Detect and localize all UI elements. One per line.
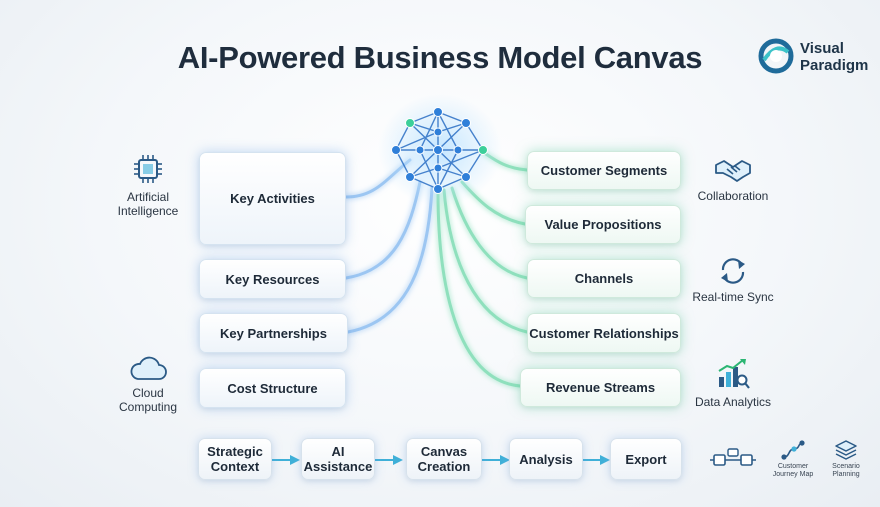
block-cost-structure[interactable]: Cost Structure — [199, 368, 346, 408]
step-analysis[interactable]: Analysis — [509, 438, 583, 480]
layers-icon — [835, 440, 857, 460]
cloud-icon — [130, 356, 167, 380]
tool-customer-journey-map: Customer Journey Map — [768, 439, 818, 479]
step-export[interactable]: Export — [610, 438, 682, 480]
feature-collaboration: Collaboration — [692, 155, 774, 203]
tool-process-flow — [706, 447, 760, 471]
page-title: AI-Powered Business Model Canvas — [177, 40, 703, 75]
block-customer-relationships[interactable]: Customer Relationships — [527, 313, 681, 353]
feature-cloud-computing: Cloud Computing — [108, 356, 188, 414]
journey-icon — [781, 440, 805, 460]
block-key-activities[interactable]: Key Activities — [199, 152, 346, 245]
ai-network-icon — [378, 94, 502, 206]
chip-icon — [134, 155, 162, 183]
process-flow-icon — [710, 448, 756, 466]
analytics-icon — [718, 359, 750, 389]
block-customer-segments[interactable]: Customer Segments — [527, 151, 681, 190]
link-customer-relationships — [442, 188, 529, 334]
feature-artificial-intelligence: Artificial Intelligence — [108, 152, 188, 218]
brand-logo: Visual Paradigm — [758, 38, 873, 78]
visual-paradigm-logo-icon — [758, 38, 794, 74]
flow-arrows — [272, 455, 610, 465]
brand-name: Visual Paradigm — [800, 40, 869, 74]
block-value-propositions[interactable]: Value Propositions — [525, 205, 681, 244]
sync-icon — [721, 258, 745, 284]
block-revenue-streams[interactable]: Revenue Streams — [520, 368, 681, 407]
block-channels[interactable]: Channels — [527, 259, 681, 298]
block-key-partnerships[interactable]: Key Partnerships — [199, 313, 348, 353]
feature-data-analytics: Data Analytics — [690, 357, 776, 409]
link-key-partnerships — [346, 186, 434, 334]
block-key-resources[interactable]: Key Resources — [199, 259, 346, 299]
handshake-icon — [715, 160, 751, 182]
link-revenue-streams — [436, 190, 522, 388]
feature-real-time-sync: Real-time Sync — [690, 256, 776, 304]
tool-scenario-planning: Scenario Planning — [824, 439, 868, 479]
